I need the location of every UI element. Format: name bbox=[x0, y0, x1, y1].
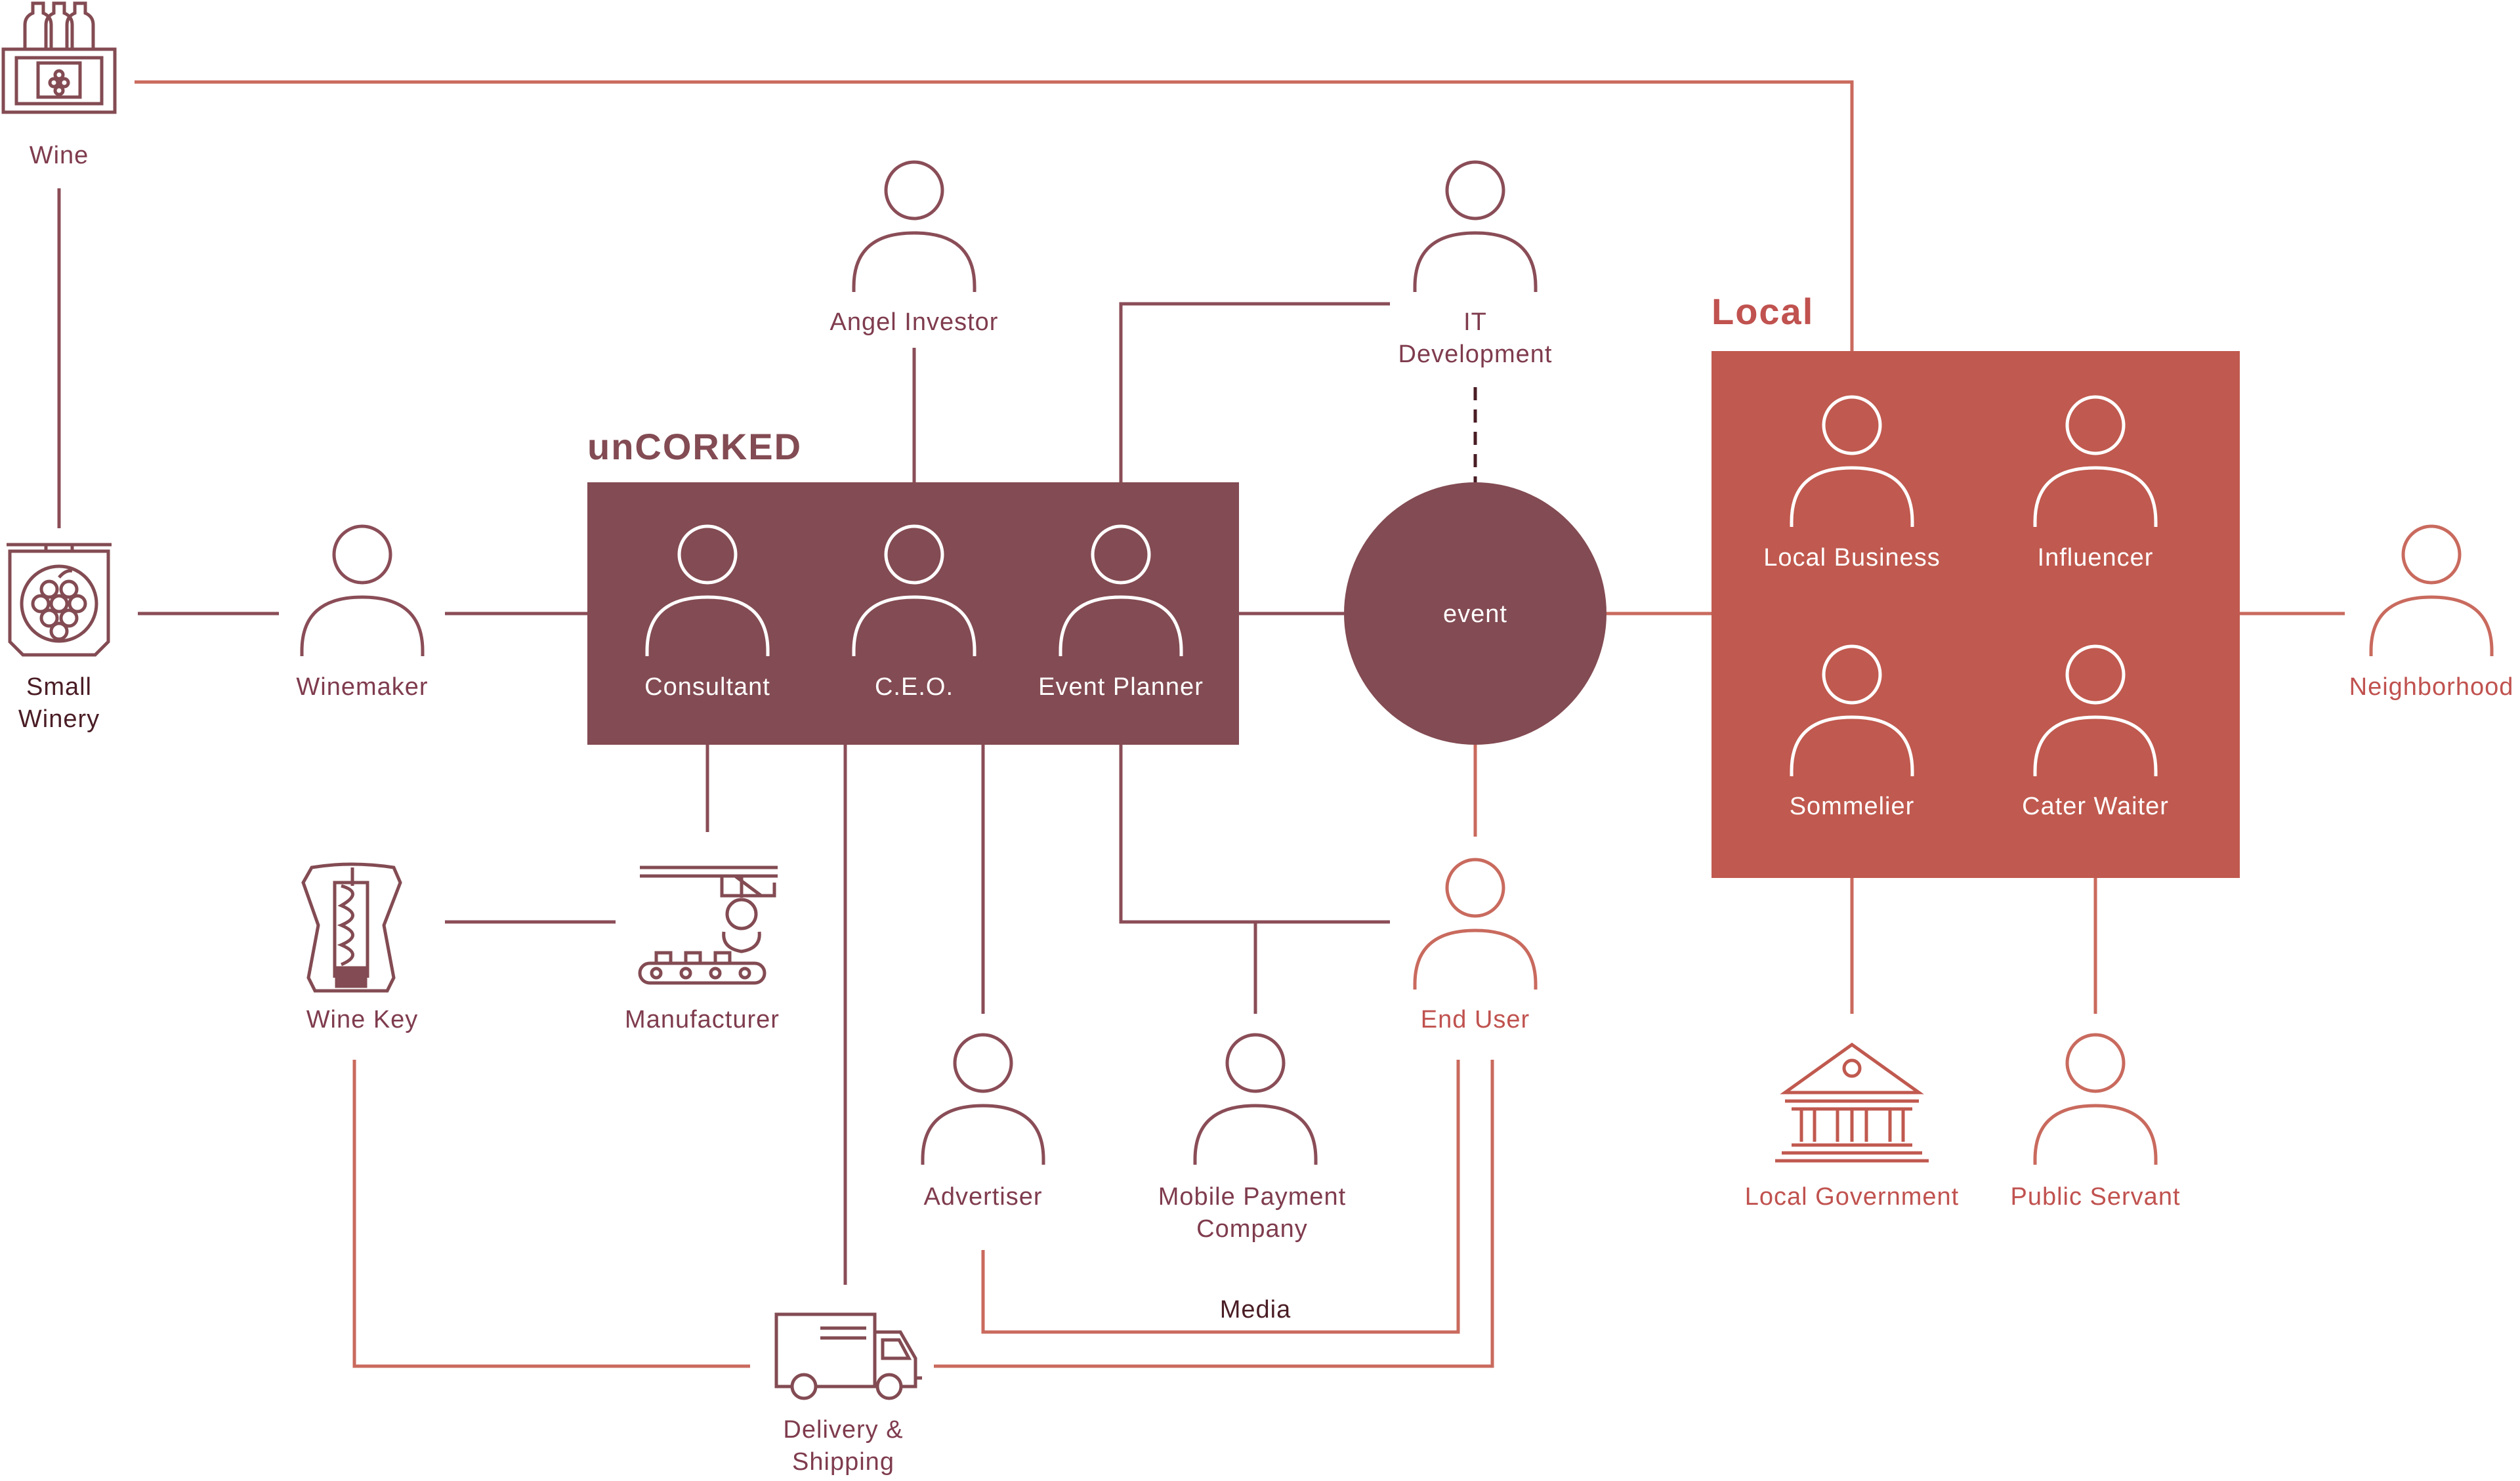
factory-robot-icon bbox=[638, 866, 778, 985]
connector-media bbox=[981, 1060, 1460, 1334]
uncorked-title: unCORKED bbox=[587, 426, 803, 467]
event-circle bbox=[1344, 482, 1606, 745]
wine-key-label: Wine Key bbox=[306, 1006, 419, 1033]
ceo-person-icon bbox=[852, 524, 976, 656]
wine-crate-icon bbox=[1, 1, 117, 114]
manufacturer-label: Manufacturer bbox=[625, 1006, 780, 1033]
public-servant-label: Public Servant bbox=[2010, 1183, 2181, 1211]
angel-investor-person-icon bbox=[852, 160, 976, 292]
local-title: Local bbox=[1712, 291, 1815, 332]
winemaker-label: Winemaker bbox=[296, 673, 429, 701]
winemaker-person-icon bbox=[300, 524, 425, 656]
connector-winekey-delivery bbox=[352, 1060, 750, 1368]
event-planner-label: Event Planner bbox=[1038, 673, 1204, 701]
sommelier-label: Sommelier bbox=[1789, 793, 1915, 820]
influencer-person-icon bbox=[2033, 395, 2158, 527]
local-government-label: Local Government bbox=[1744, 1183, 1960, 1211]
mobile-payment-label: Mobile Payment Company bbox=[1158, 1183, 1347, 1243]
it-development-person-icon bbox=[1413, 160, 1538, 292]
end-user-label: End User bbox=[1420, 1006, 1530, 1033]
consultant-person-icon bbox=[645, 524, 770, 656]
public-servant-person-icon bbox=[2033, 1033, 2158, 1165]
local-business-label: Local Business bbox=[1763, 544, 1941, 572]
event-planner-person-icon bbox=[1059, 524, 1183, 656]
media-label: Media bbox=[1219, 1296, 1292, 1324]
uncorked-box bbox=[587, 482, 1239, 745]
sommelier-person-icon bbox=[1790, 644, 1914, 776]
mobile-payment-person-icon bbox=[1193, 1033, 1318, 1165]
advertiser-label: Advertiser bbox=[923, 1183, 1043, 1211]
connector-lines bbox=[57, 80, 2345, 1368]
local-business-person-icon bbox=[1790, 395, 1914, 527]
it-development-label: IT Development bbox=[1398, 308, 1553, 369]
connector-delivery-enduser bbox=[934, 1060, 1494, 1368]
cater-waiter-label: Cater Waiter bbox=[2022, 793, 2169, 820]
influencer-label: Influencer bbox=[2037, 544, 2154, 572]
connector-planner-enduser bbox=[1119, 745, 1390, 924]
wine-label: Wine bbox=[29, 142, 89, 169]
connector-planner-it bbox=[1119, 302, 1390, 482]
local-box bbox=[1712, 351, 2240, 878]
ceo-label: C.E.O. bbox=[874, 673, 954, 701]
event-label: event bbox=[1443, 600, 1507, 628]
winery-sign-icon bbox=[7, 543, 112, 657]
person-icons bbox=[300, 160, 2494, 1165]
end-user-person-icon bbox=[1413, 858, 1538, 990]
angel-investor-label: Angel Investor bbox=[830, 308, 999, 336]
neighborhood-label: Neighborhood bbox=[2349, 673, 2514, 701]
delivery-truck-icon bbox=[774, 1312, 922, 1400]
advertiser-person-icon bbox=[921, 1033, 1045, 1165]
delivery-shipping-label: Delivery & Shipping bbox=[783, 1416, 904, 1476]
corkscrew-icon bbox=[301, 862, 402, 993]
connector-wine-local-business bbox=[135, 80, 1854, 377]
small-winery-label: Small Winery bbox=[18, 673, 100, 734]
government-building-icon bbox=[1775, 1042, 1929, 1163]
consultant-label: Consultant bbox=[644, 673, 770, 701]
neighborhood-person-icon bbox=[2369, 524, 2494, 656]
cater-waiter-person-icon bbox=[2033, 644, 2158, 776]
